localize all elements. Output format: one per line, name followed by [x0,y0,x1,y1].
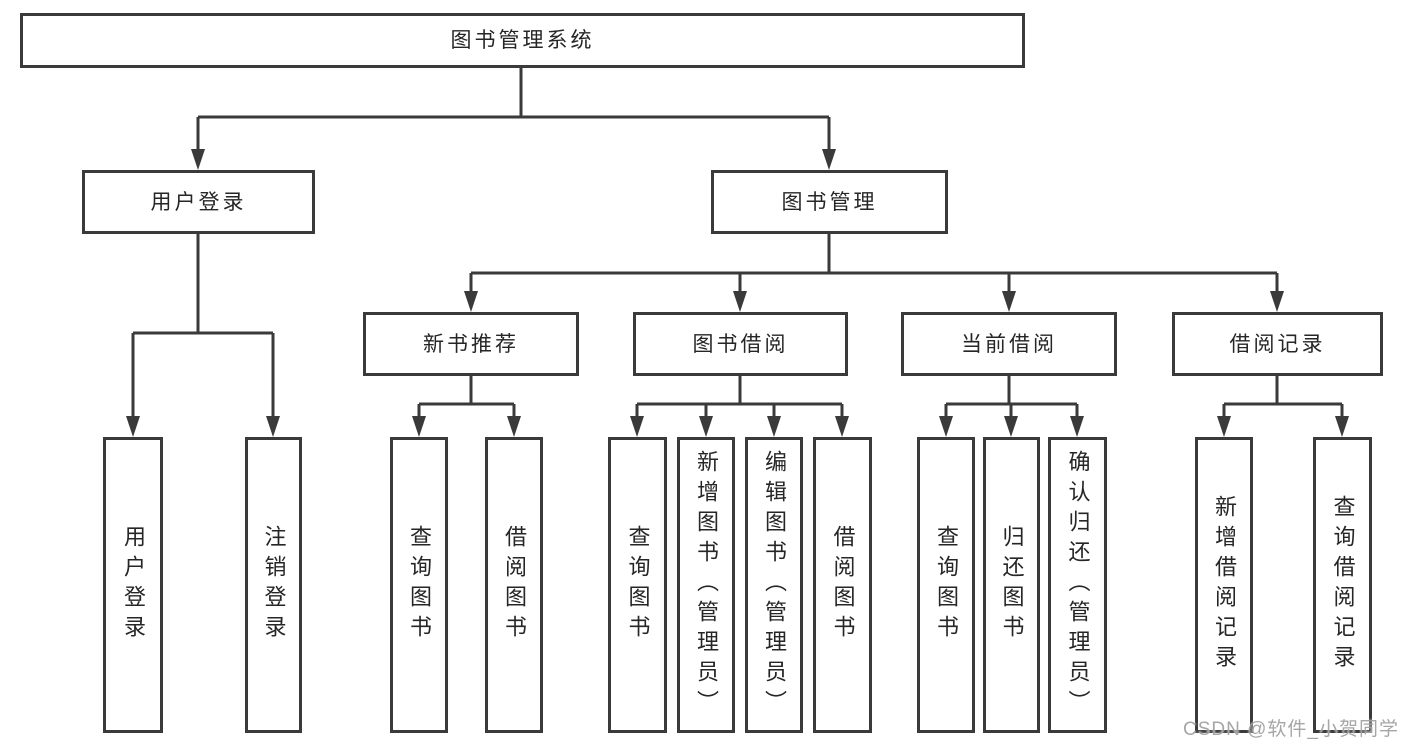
leaf-current-return-books: 归还图书 [983,437,1040,733]
leaf-borrow-add-books-admin: 新增图书（管理员） [677,437,735,733]
node-current-borrow: 当前借阅 [901,312,1117,376]
leaf-current-query-books: 查询图书 [917,437,975,733]
node-borrow-records: 借阅记录 [1172,312,1383,376]
leaf-borrow-edit-books-admin: 编辑图书（管理员） [745,437,803,733]
node-root-system: 图书管理系统 [20,13,1025,68]
node-book-borrow: 图书借阅 [633,312,848,376]
leaf-current-confirm-return-admin: 确认归还（管理员） [1048,437,1107,733]
leaf-user-login: 用户登录 [103,437,163,733]
csdn-watermark: CSDN @软件_小贺同学 [1183,719,1399,740]
leaf-borrow-borrow-books: 借阅图书 [813,437,872,733]
node-new-book-recommend: 新书推荐 [363,312,579,376]
leaf-records-add-record: 新增借阅记录 [1195,437,1253,733]
leaf-records-query-record: 查询借阅记录 [1313,437,1372,733]
node-user-login: 用户登录 [82,170,315,234]
leaf-newrec-borrow-books: 借阅图书 [485,437,543,733]
leaf-newrec-query-books: 查询图书 [390,437,448,733]
leaf-logout: 注销登录 [245,437,302,733]
leaf-borrow-query-books: 查询图书 [608,437,667,733]
node-book-management: 图书管理 [711,170,948,234]
